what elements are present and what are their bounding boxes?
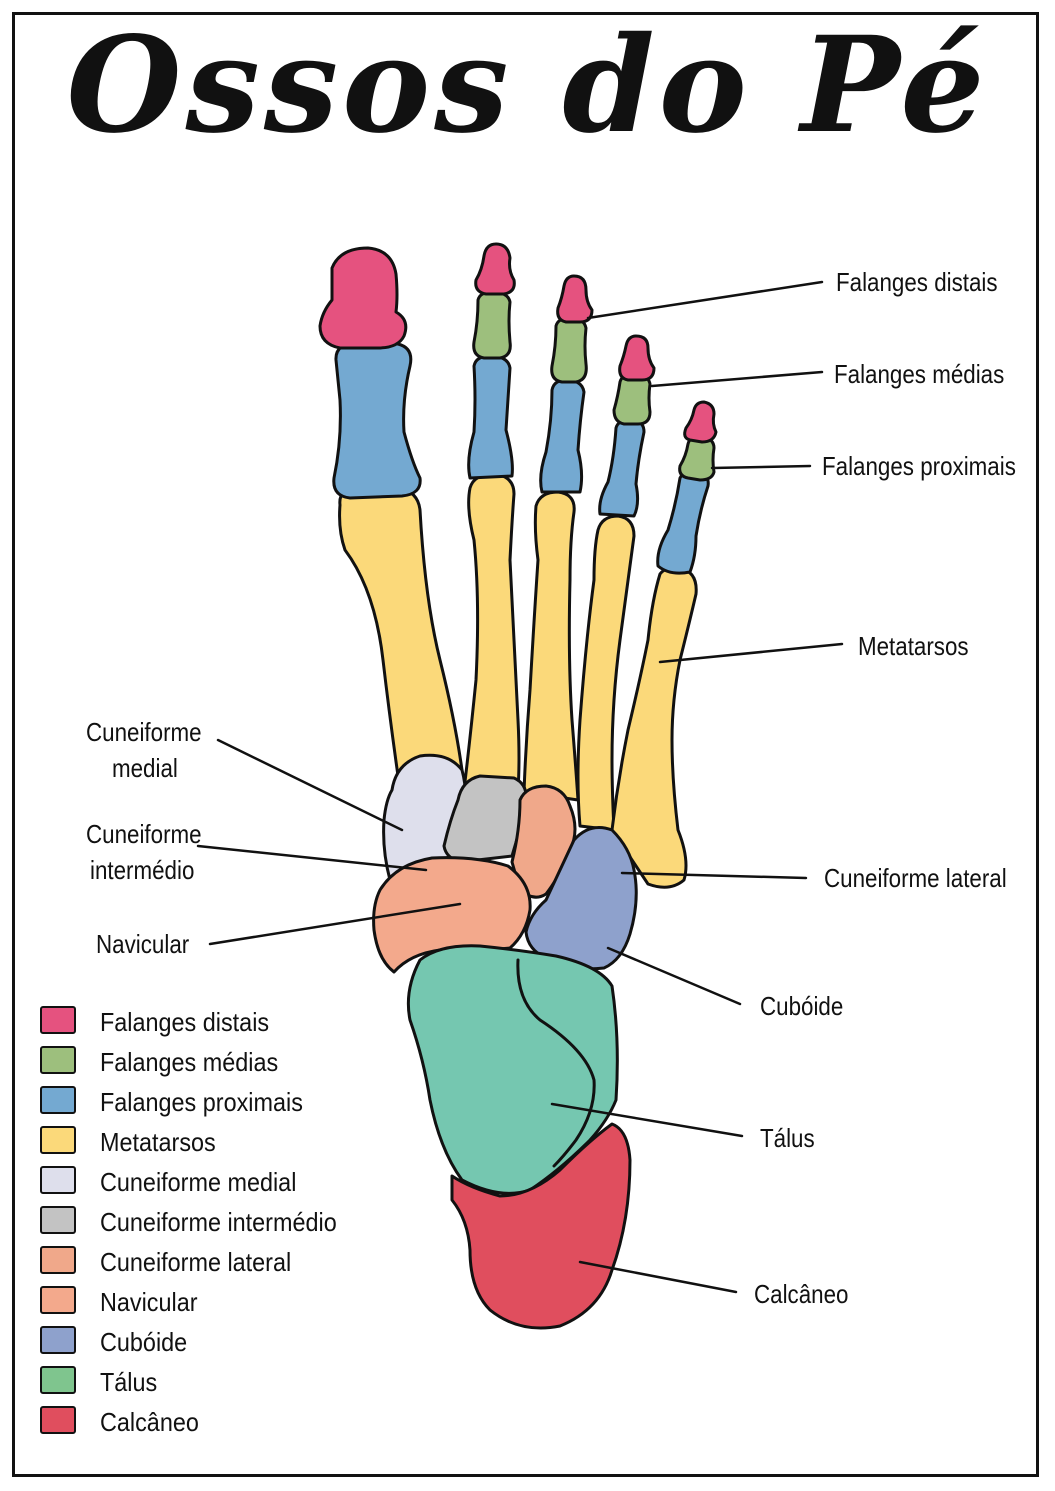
proximal-phalanx-2 bbox=[467, 354, 514, 480]
cuboid bbox=[524, 826, 638, 971]
distal-phalanx-4 bbox=[618, 334, 656, 382]
proximal-phalanx-4 bbox=[598, 418, 646, 518]
label-navicular: Navicular bbox=[96, 929, 190, 959]
label-cuneiforme-intermedio-line1: Cuneiforme bbox=[86, 819, 202, 849]
distal-phalanx-2 bbox=[474, 242, 516, 296]
legend-swatch bbox=[40, 1366, 76, 1394]
distal-phalanx-1 bbox=[318, 246, 408, 350]
calcaneus bbox=[450, 1122, 632, 1330]
label-cuboide: Cubóide bbox=[760, 991, 844, 1021]
label-cuneiforme-medial-line1: Cuneiforme bbox=[86, 717, 202, 747]
legend-label: Cuneiforme lateral bbox=[100, 1247, 292, 1277]
legend-swatch bbox=[40, 1406, 76, 1434]
distal-phalanx-3 bbox=[556, 274, 594, 324]
label-metatarsos: Metatarsos bbox=[858, 631, 969, 661]
label-falanges-medias: Falanges médias bbox=[834, 359, 1005, 389]
proximal-phalanx-5 bbox=[656, 470, 710, 575]
label-falanges-proximais: Falanges proximais bbox=[822, 451, 1016, 481]
label-cuneiforme-medial-line2: medial bbox=[112, 753, 178, 783]
page-title: Ossos do Pé bbox=[66, 8, 989, 163]
middle-phalanx-3 bbox=[550, 316, 588, 384]
label-talus: Tálus bbox=[760, 1123, 815, 1153]
label-calcaneo: Calcâneo bbox=[754, 1279, 849, 1309]
legend-label: Metatarsos bbox=[100, 1127, 216, 1157]
legend-label: Falanges distais bbox=[100, 1007, 270, 1037]
legend-label: Cuneiforme medial bbox=[100, 1167, 297, 1197]
proximal-phalanx-1 bbox=[332, 340, 422, 500]
proximal-phalanx-3 bbox=[539, 378, 586, 494]
legend-label: Calcâneo bbox=[100, 1407, 199, 1437]
metatarsal-4 bbox=[576, 514, 636, 832]
label-falanges-distais: Falanges distais bbox=[836, 267, 998, 297]
distal-phalanx-5 bbox=[683, 400, 718, 444]
talus-inner-line bbox=[516, 958, 596, 1168]
label-cuneiforme-intermedio-line2: intermédio bbox=[90, 855, 195, 885]
legend-label: Tálus bbox=[100, 1367, 158, 1397]
legend-label: Falanges proximais bbox=[100, 1087, 303, 1117]
legend-label: Falanges médias bbox=[100, 1047, 279, 1077]
label-cuneiforme-lateral: Cuneiforme lateral bbox=[824, 863, 1007, 893]
legend-label: Cubóide bbox=[100, 1327, 188, 1357]
legend-swatch bbox=[40, 1246, 76, 1274]
legend-label: Navicular bbox=[100, 1287, 198, 1317]
legend-label: Cuneiforme intermédio bbox=[100, 1207, 337, 1237]
legend-swatch bbox=[40, 1046, 76, 1074]
metatarsal-2 bbox=[462, 472, 521, 792]
legend-swatch bbox=[40, 1326, 76, 1354]
legend-swatch bbox=[40, 1286, 76, 1314]
metatarsal-1 bbox=[338, 484, 464, 792]
metatarsal-3 bbox=[522, 490, 580, 802]
legend-swatch bbox=[40, 1086, 76, 1114]
metatarsal-5 bbox=[610, 566, 698, 889]
legend-swatch bbox=[40, 1006, 76, 1034]
legend-swatch bbox=[40, 1206, 76, 1234]
legend-swatch bbox=[40, 1166, 76, 1194]
middle-phalanx-2 bbox=[472, 290, 512, 360]
legend-swatch bbox=[40, 1126, 76, 1154]
